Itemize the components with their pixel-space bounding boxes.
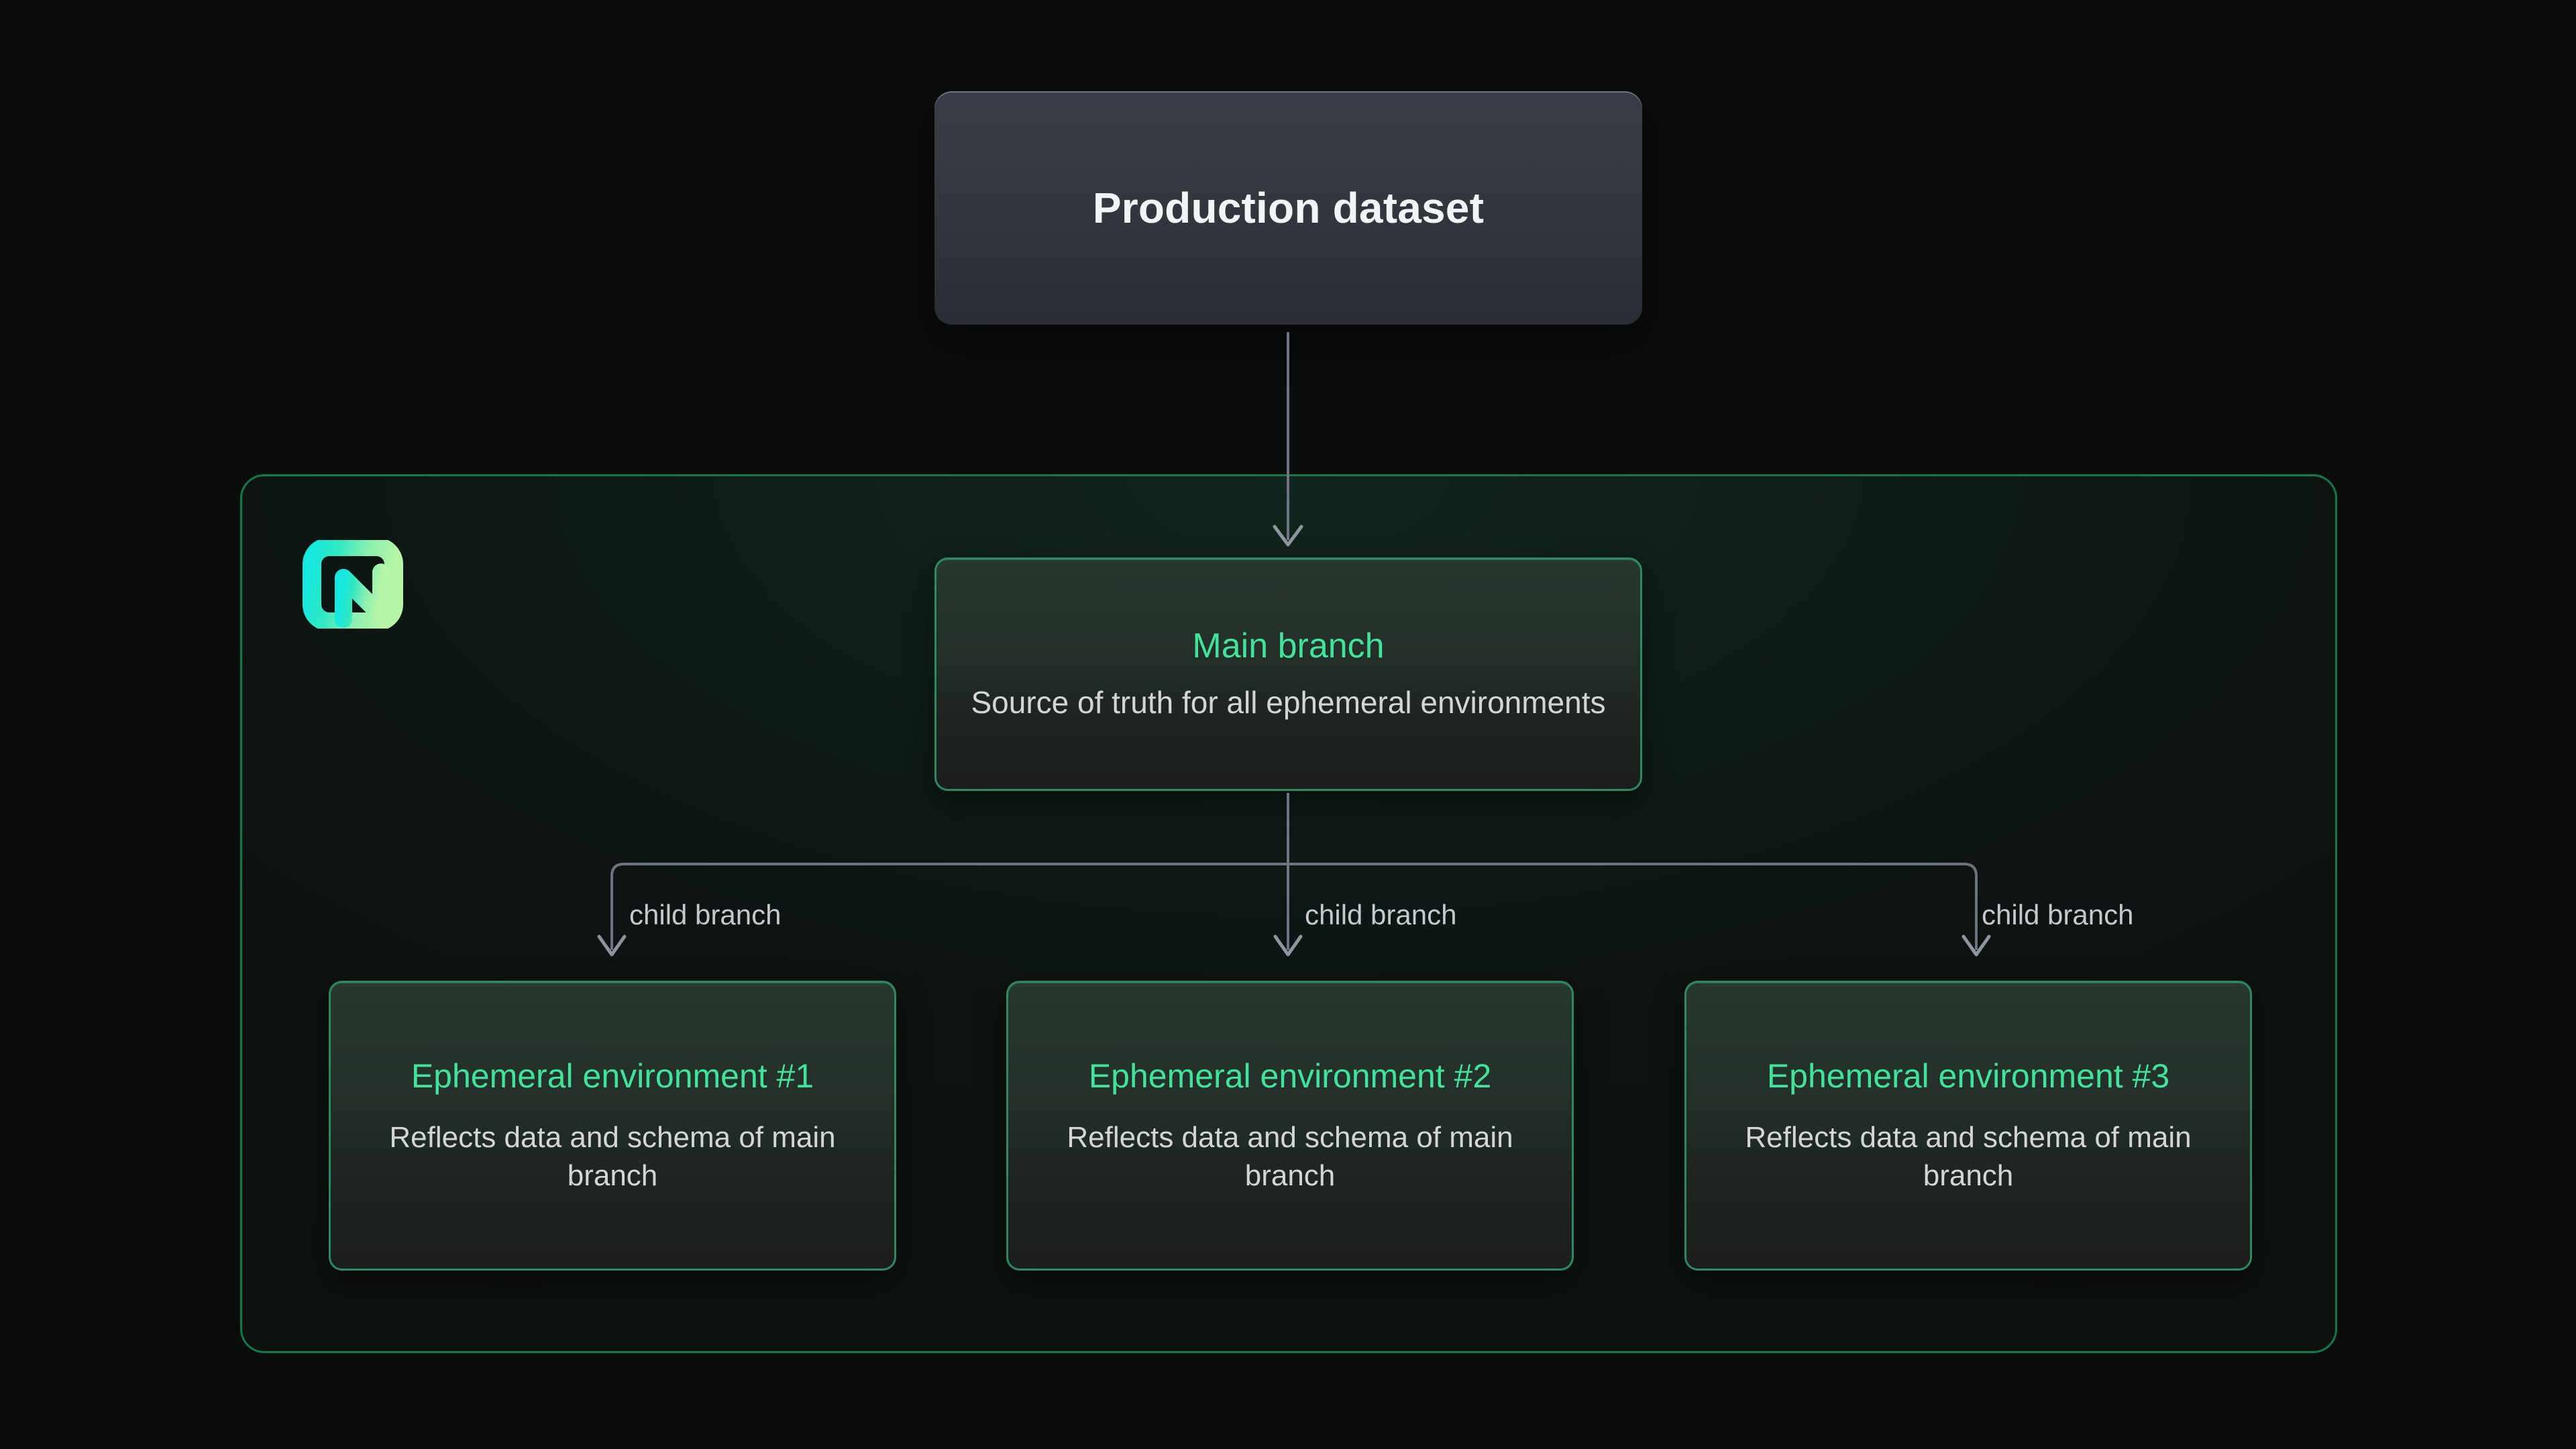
ephemeral-environment-heading-3: Ephemeral environment #3 [1766, 1057, 2170, 1095]
main-branch-card: Main branch Source of truth for all ephe… [934, 557, 1642, 791]
production-dataset-title: Production dataset [1092, 184, 1485, 232]
ephemeral-environment-card-2: Ephemeral environment #2 Reflects data a… [1006, 981, 1574, 1271]
main-branch-heading: Main branch [1192, 626, 1385, 665]
main-branch-description: Source of truth for all ephemeral enviro… [971, 685, 1606, 720]
ephemeral-environment-description-1: Reflects data and schema of main branch [389, 1121, 836, 1192]
ephemeral-environment-heading-2: Ephemeral environment #2 [1088, 1057, 1492, 1095]
edge-label-child-branch-3: child branch [1982, 899, 2134, 930]
edge-label-child-branch-2: child branch [1305, 899, 1457, 930]
neon-logo-icon [302, 537, 404, 631]
ephemeral-environment-card-3: Ephemeral environment #3 Reflects data a… [1684, 981, 2252, 1271]
edge-label-child-branch-1: child branch [629, 899, 782, 930]
ephemeral-environment-description-2: Reflects data and schema of main branch [1067, 1121, 1513, 1192]
ephemeral-environment-description-3: Reflects data and schema of main branch [1745, 1121, 2192, 1192]
production-dataset-card: Production dataset [934, 91, 1642, 325]
ephemeral-environment-card-1: Ephemeral environment #1 Reflects data a… [329, 981, 896, 1271]
ephemeral-environment-heading-1: Ephemeral environment #1 [411, 1057, 814, 1095]
